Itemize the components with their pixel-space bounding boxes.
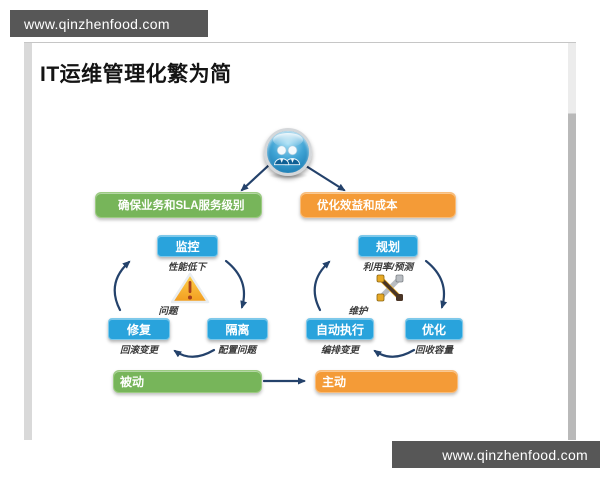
page-title: IT运维管理化繁为简 <box>40 63 232 86</box>
caption-optimize: 回收容量 <box>414 345 453 356</box>
node-isolate: 隔离 <box>207 318 268 340</box>
caption-auto-execute: 编排变更 <box>320 345 359 356</box>
watermark-bottom: www.qinzhenfood.com <box>392 441 600 468</box>
node-repair: 修复 <box>108 318 170 340</box>
caption-maintenance: 维护 <box>348 306 368 317</box>
arrow-center-to-left-banner <box>240 164 270 192</box>
node-optimize: 优化 <box>405 318 463 340</box>
users-glyph <box>273 145 301 166</box>
arrow-center-to-right-banner <box>304 164 346 192</box>
node-plan: 规划 <box>358 235 418 257</box>
arrow-left-cycle-left <box>113 260 131 312</box>
arrow-left-cycle-right <box>224 259 248 309</box>
active-bar: 主动 <box>315 370 458 393</box>
users-orb-icon <box>264 128 312 176</box>
node-auto-execute: 自动执行 <box>306 318 374 340</box>
warning-triangle-icon <box>170 271 210 306</box>
arrow-right-cycle-left <box>313 260 331 312</box>
watermark-top: www.qinzhenfood.com <box>10 10 208 37</box>
right-banner: 优化效益和成本 <box>300 192 456 218</box>
page-edge-left <box>24 42 32 440</box>
page-edge-top <box>24 42 576 43</box>
node-monitor: 监控 <box>157 235 218 257</box>
passive-bar: 被动 <box>113 370 262 393</box>
caption-repair: 回滚变更 <box>119 345 158 356</box>
left-banner: 确保业务和SLA服务级别 <box>95 192 262 218</box>
caption-monitor: 性能低下 <box>167 262 206 273</box>
tools-icon <box>374 272 406 304</box>
caption-isolate: 配置问题 <box>217 345 256 356</box>
page-edge-right <box>568 42 576 440</box>
caption-plan: 利用率/预测 <box>362 262 414 273</box>
caption-problem: 问题 <box>158 306 178 317</box>
